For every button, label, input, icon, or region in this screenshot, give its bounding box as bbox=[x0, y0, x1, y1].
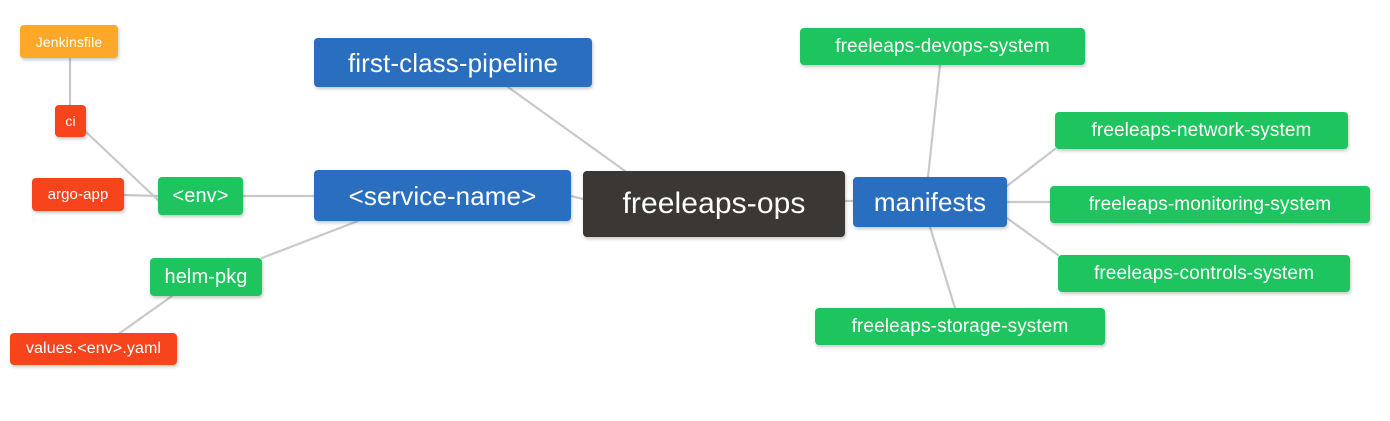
edge-values-yaml-to-helm-pkg bbox=[118, 294, 174, 335]
node-storage[interactable]: freeleaps-storage-system bbox=[815, 308, 1105, 345]
node-root[interactable]: freeleaps-ops bbox=[583, 171, 845, 237]
node-ci[interactable]: ci bbox=[55, 105, 86, 137]
node-helm-pkg[interactable]: helm-pkg bbox=[150, 258, 262, 296]
node-controls[interactable]: freeleaps-controls-system bbox=[1058, 255, 1350, 292]
edge-network-to-manifests bbox=[1005, 147, 1057, 188]
node-argo-app[interactable]: argo-app bbox=[32, 178, 124, 211]
node-values-yaml[interactable]: values.<env>.yaml bbox=[10, 333, 177, 365]
edge-storage-to-manifests bbox=[928, 225, 957, 310]
node-env[interactable]: <env> bbox=[158, 177, 243, 215]
node-service-name[interactable]: <service-name> bbox=[314, 170, 571, 221]
node-jenkinsfile[interactable]: Jenkinsfile bbox=[20, 25, 118, 58]
node-pipeline[interactable]: first-class-pipeline bbox=[314, 38, 592, 87]
edge-helm-pkg-to-service-name bbox=[260, 219, 360, 260]
edge-pipeline-to-root bbox=[506, 85, 627, 173]
node-manifests[interactable]: manifests bbox=[853, 177, 1007, 227]
edge-devops-to-manifests bbox=[926, 63, 942, 179]
edge-controls-to-manifests bbox=[1005, 216, 1060, 257]
node-monitoring[interactable]: freeleaps-monitoring-system bbox=[1050, 186, 1370, 223]
node-network[interactable]: freeleaps-network-system bbox=[1055, 112, 1348, 149]
edge-argo-app-to-env bbox=[122, 193, 160, 198]
node-devops[interactable]: freeleaps-devops-system bbox=[800, 28, 1085, 65]
edge-service-name-to-root bbox=[569, 194, 585, 201]
